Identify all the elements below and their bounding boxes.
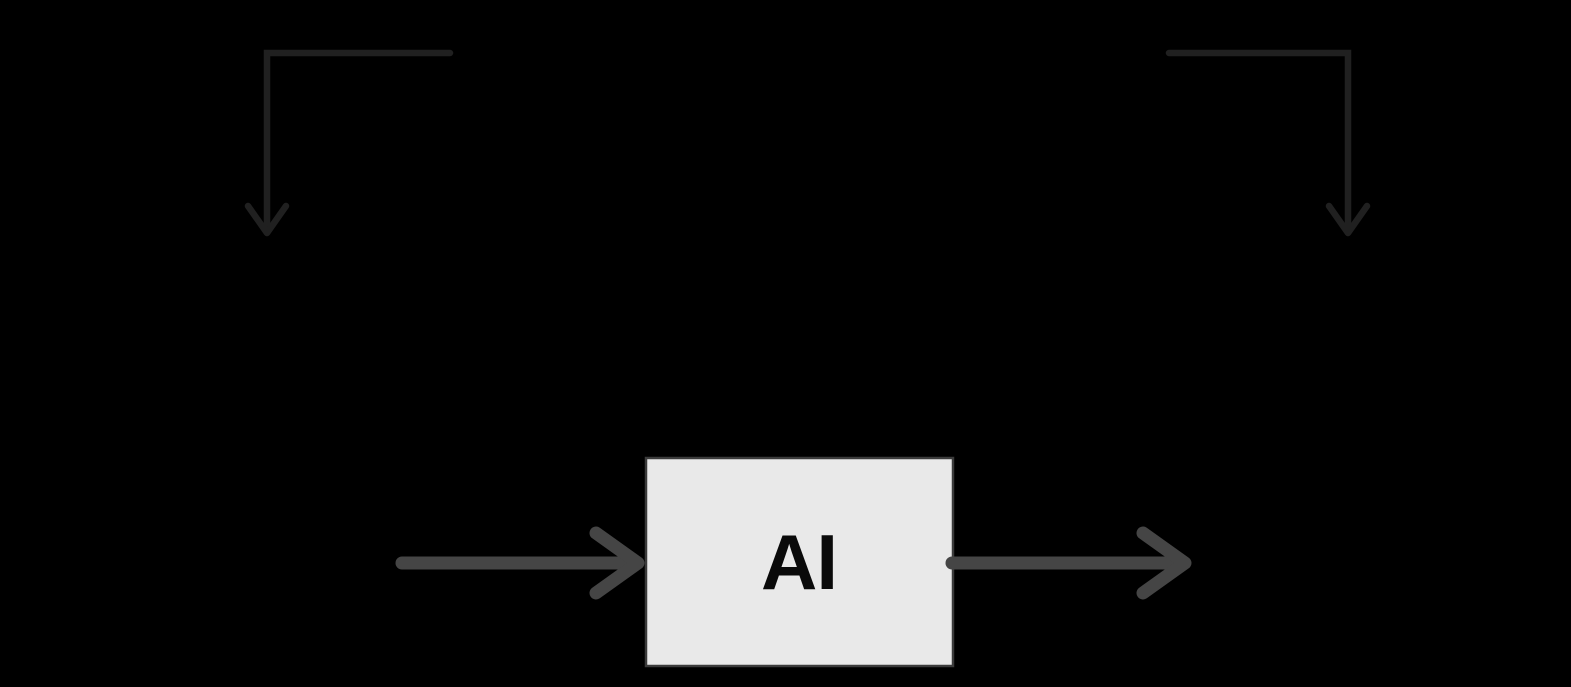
arrow-head	[1325, 202, 1371, 237]
arrow-shaft	[1165, 49, 1352, 232]
ai-box-label: AI	[761, 518, 837, 606]
arrow-head	[244, 202, 290, 237]
elbow-arrow-down-left-icon	[244, 49, 454, 237]
elbow-arrow-down-right-icon	[1165, 49, 1371, 237]
ai-box: AI	[644, 456, 955, 668]
arrow-head	[1136, 526, 1192, 600]
ai-box-rect	[644, 456, 955, 668]
arrow-shaft	[263, 49, 454, 232]
output-arrow-right-icon	[945, 526, 1192, 600]
input-arrow-right-icon	[395, 526, 645, 600]
arrow-head	[589, 526, 645, 600]
